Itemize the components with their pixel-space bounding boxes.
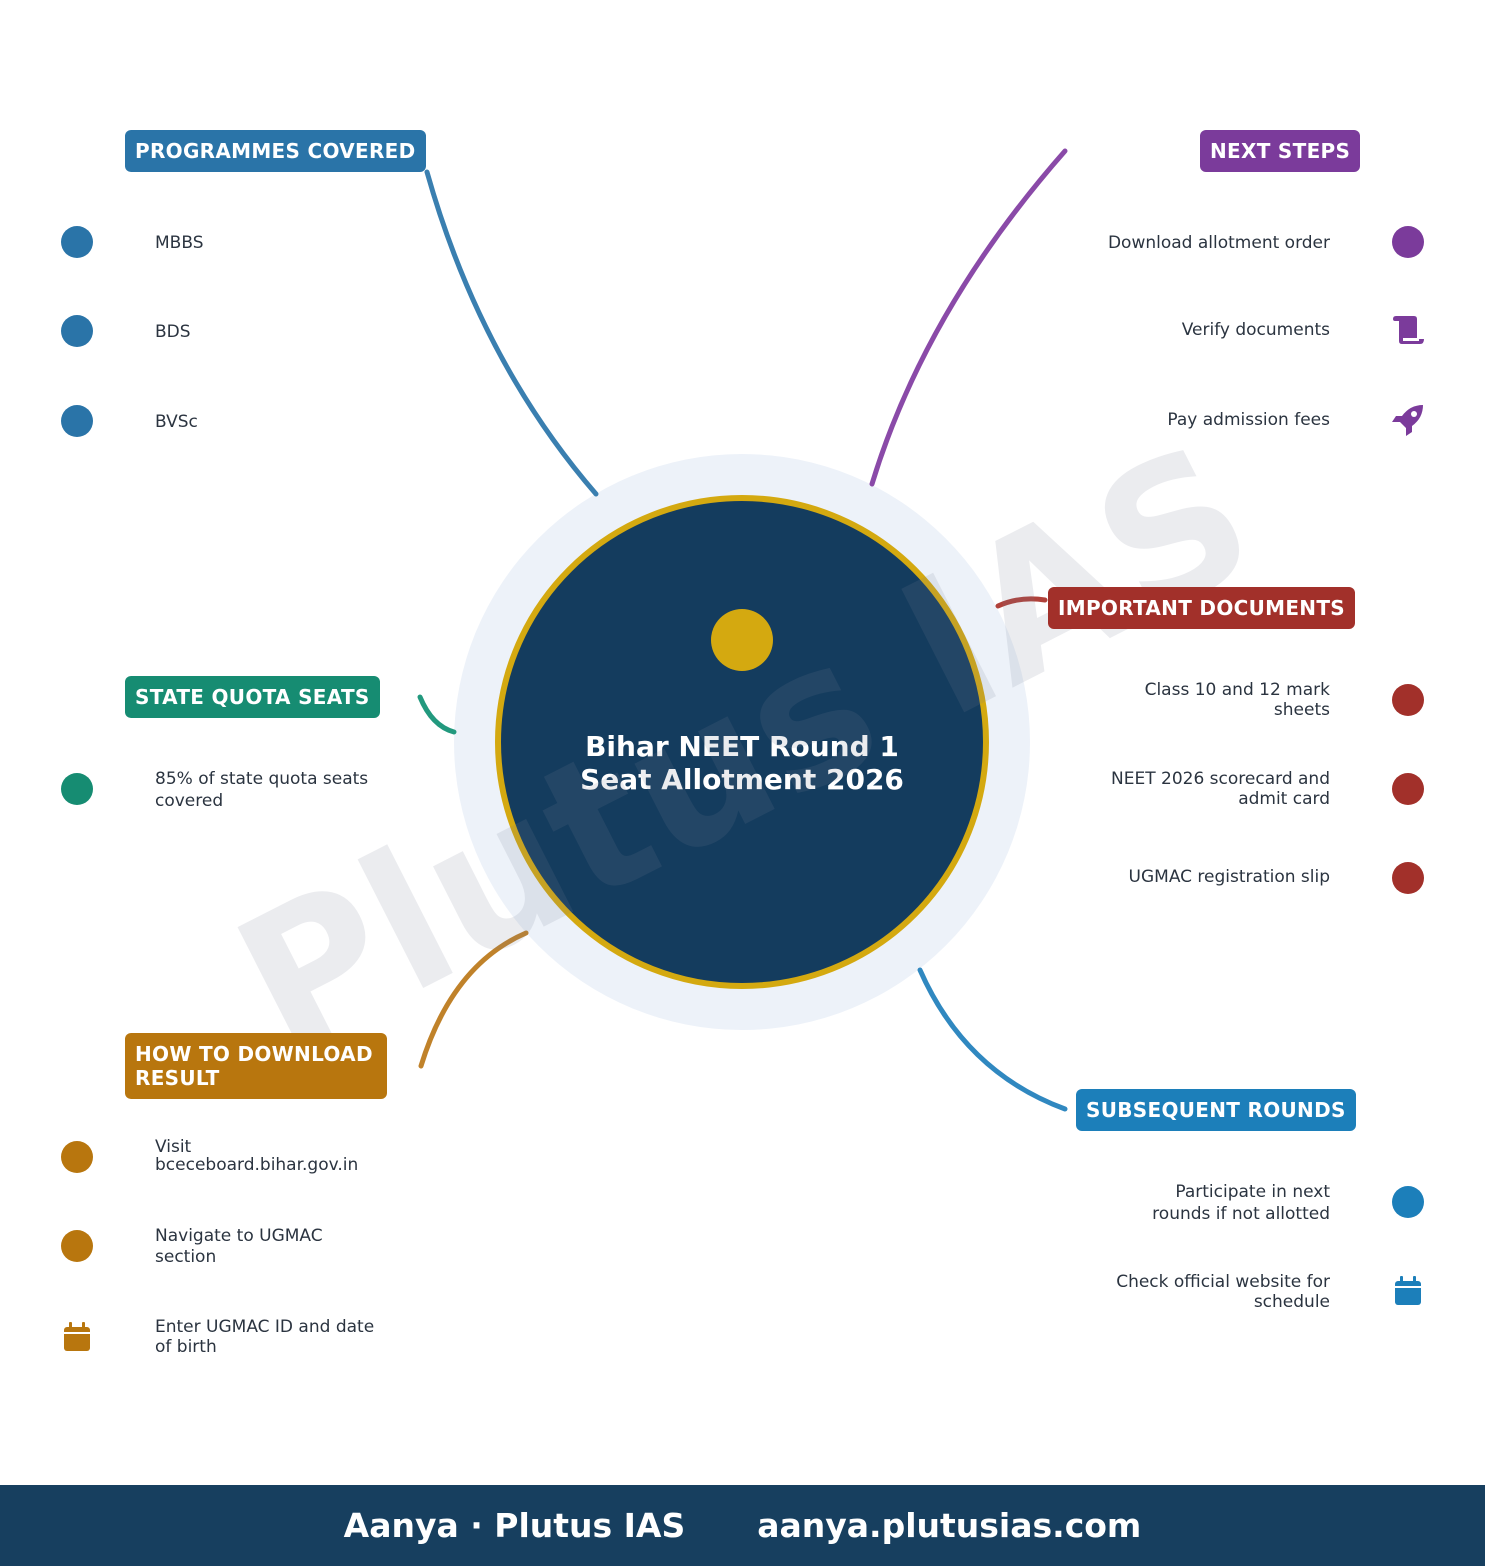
item-mbbs: MBBS <box>155 233 204 253</box>
footer-bar: Aanya · Plutus IAS aanya.plutusias.com <box>0 1485 1485 1566</box>
footer-brand: Aanya · Plutus IAS <box>343 1506 686 1545</box>
mind-map-canvas <box>417 148 1068 1112</box>
center-title: Bihar NEET Round 1 Seat Allotment 2026 <box>580 730 904 796</box>
scroll-icon <box>1393 316 1424 344</box>
bullet-dot <box>1392 862 1424 894</box>
bullet-dot <box>61 773 93 805</box>
connector-subsequent <box>917 967 1068 1112</box>
connector-next-steps <box>869 148 1068 487</box>
item-bds: BDS <box>155 322 191 342</box>
bullet-dot <box>61 1230 93 1262</box>
item-verify-documents: Verify documents <box>1181 320 1330 340</box>
item-scorecard: NEET 2026 scorecard and admit card <box>1111 769 1330 809</box>
footer-url[interactable]: aanya.plutusias.com <box>757 1506 1142 1545</box>
item-pay-fees: Pay admission fees <box>1167 410 1330 430</box>
item-visit-site: Visit bceceboard.bihar.gov.in <box>155 1137 359 1175</box>
item-bvsc: BVSc <box>155 412 198 432</box>
item-state-quota: 85% of state quota seats covered <box>155 769 369 811</box>
bullet-dot <box>61 315 93 347</box>
item-check-website: Check official website for schedule <box>1116 1272 1330 1312</box>
connector-how-to <box>418 930 529 1069</box>
item-download-order: Download allotment order <box>1107 233 1330 253</box>
center-circle <box>495 495 989 989</box>
connector-programmes <box>424 169 599 497</box>
bullet-dot <box>1392 773 1424 805</box>
calendar-icon <box>64 1322 90 1351</box>
bullet-dot <box>1392 684 1424 716</box>
item-mark-sheets: Class 10 and 12 mark sheets <box>1144 680 1330 720</box>
badge-state-quota: STATE QUOTA SEATS <box>125 676 380 718</box>
item-enter-id: Enter UGMAC ID and date of birth <box>155 1317 375 1357</box>
badge-how-to: HOW TO DOWNLOAD RESULT <box>125 1033 387 1099</box>
center-dot <box>711 609 773 671</box>
bullet-dot <box>1392 226 1424 258</box>
badge-programmes: PROGRAMMES COVERED <box>125 130 426 172</box>
badge-documents: IMPORTANT DOCUMENTS <box>1048 587 1355 629</box>
connector-documents <box>995 596 1048 609</box>
item-registration-slip: UGMAC registration slip <box>1128 867 1330 887</box>
bullet-dot <box>61 405 93 437</box>
bullet-dot <box>61 226 93 258</box>
bullet-dot <box>1392 1186 1424 1218</box>
bullet-dot <box>61 1141 93 1173</box>
badge-next-steps: NEXT STEPS <box>1200 130 1361 172</box>
calendar-icon <box>1395 1276 1421 1305</box>
item-navigate: Navigate to UGMAC section <box>155 1226 323 1267</box>
connector-state-quota <box>417 694 457 735</box>
rocket-icon <box>1392 405 1423 436</box>
item-participate: Participate in next rounds if not allott… <box>1152 1182 1330 1224</box>
badge-subsequent: SUBSEQUENT ROUNDS <box>1076 1089 1356 1131</box>
